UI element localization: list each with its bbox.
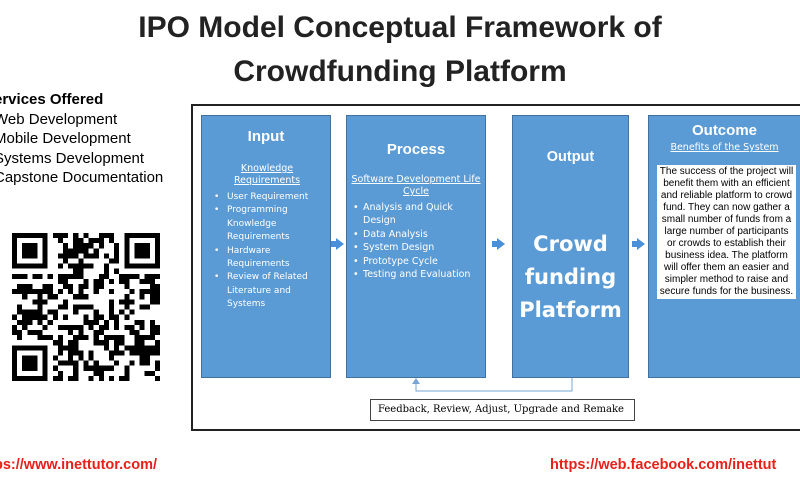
input-title: Input <box>247 128 285 145</box>
arrow-right-icon <box>331 238 344 250</box>
arrow-right-icon <box>492 238 505 250</box>
outcome-subtitle: Benefits of the System <box>670 142 779 153</box>
list-item: User Requirement <box>212 191 326 205</box>
qr-code-icon <box>12 233 160 381</box>
website-link[interactable]: ps://www.inettutor.com/ <box>0 457 157 473</box>
list-item: Hardware Requirements <box>212 245 326 272</box>
output-platform-name: Crowd funding Platform <box>513 228 628 327</box>
input-list: User Requirement Programming Knowledge R… <box>212 191 326 312</box>
services-item: Capstone Documentation <box>0 169 164 186</box>
list-item: System Design <box>353 241 481 255</box>
facebook-link[interactable]: https://web.facebook.com/inettut <box>550 457 777 473</box>
process-list: Analysis and Quick Design Data Analysis … <box>353 201 481 282</box>
process-title: Process <box>386 141 446 158</box>
output-title: Output <box>546 149 595 165</box>
services-item: Systems Development <box>0 149 145 167</box>
list-item: Testing and Evaluation <box>353 268 481 282</box>
output-line: Platform <box>519 298 622 322</box>
outcome-description: The success of the project will benefit … <box>657 165 796 299</box>
list-item: Data Analysis <box>353 228 481 242</box>
outcome-title: Outcome <box>691 122 757 139</box>
output-line: Crowd <box>533 232 608 256</box>
input-subtitle: Knowledge Requirements <box>233 163 301 186</box>
input-box: Input Knowledge Requirements User Requir… <box>201 115 331 378</box>
list-item: Prototype Cycle <box>353 255 481 269</box>
title-line-2: Crowdfunding Platform <box>233 55 567 88</box>
outcome-box: Outcome Benefits of the System The succe… <box>648 115 800 378</box>
process-box: Process Software Development Life Cycle … <box>346 115 486 378</box>
title-line-1: IPO Model Conceptual Framework of <box>138 11 662 44</box>
feedback-box: Feedback, Review, Adjust, Upgrade and Re… <box>370 399 635 421</box>
process-subtitle: Software Development Life Cycle <box>351 174 481 197</box>
list-item: Analysis and Quick Design <box>353 201 481 228</box>
services-heading: ervices Offered <box>0 91 104 108</box>
services-item: Mobile Development <box>0 130 131 147</box>
services-list: ervices Offered Web Development Mobile D… <box>0 90 184 188</box>
arrow-right-icon <box>632 238 645 250</box>
list-item: Review of Related Literature and Systems <box>212 271 326 311</box>
page-title: IPO Model Conceptual Framework of Crowdf… <box>0 6 800 94</box>
output-box: Output Crowd funding Platform <box>512 115 629 378</box>
list-item: Programming Knowledge Requirements <box>212 204 326 244</box>
output-line: funding <box>524 265 617 289</box>
services-item: Web Development <box>0 110 118 128</box>
